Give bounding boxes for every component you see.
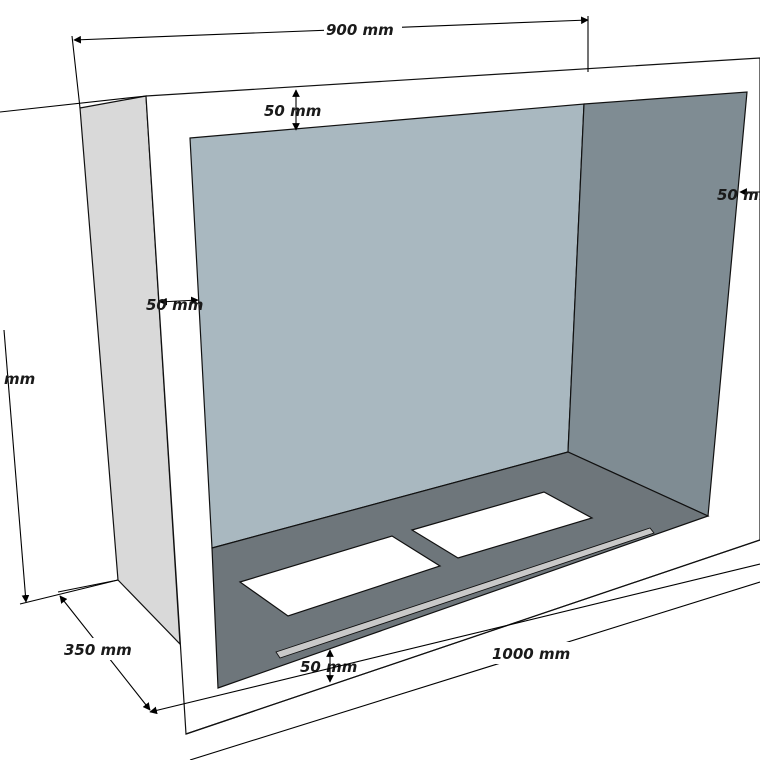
dimension-label-depth: 350 mm [64,641,132,659]
dimension-line-base [149,563,760,715]
dimension-label-base: 1000 mm [492,645,570,663]
dimension-label-900: 900 mm [326,21,394,39]
dimension-label-height: mm [4,370,35,388]
front-rail [275,527,655,659]
extension-line-height-top [0,95,147,113]
base-lower-edge [189,581,760,760]
label-bg-depth [62,638,140,660]
extension-line-depth [57,579,119,593]
dimension-arrow-left-frame [159,296,199,306]
extension-line-height-bottom [19,579,119,605]
dimension-line-height [3,329,30,603]
label-bg-top [324,18,402,40]
dimension-label-left-frame: 50 mm [146,296,203,314]
dimension-label-top-frame: 50 mm [264,102,321,120]
dimension-label-bottom-frame: 50 mm [300,658,357,676]
floor [211,451,710,689]
burner-left [238,535,442,617]
burner-right [410,491,594,559]
dimension-label-right-frame: 50 mm [717,186,760,204]
label-bg-base [490,642,578,664]
base-front-edge [185,539,760,735]
extension-line-top-left [71,35,81,109]
